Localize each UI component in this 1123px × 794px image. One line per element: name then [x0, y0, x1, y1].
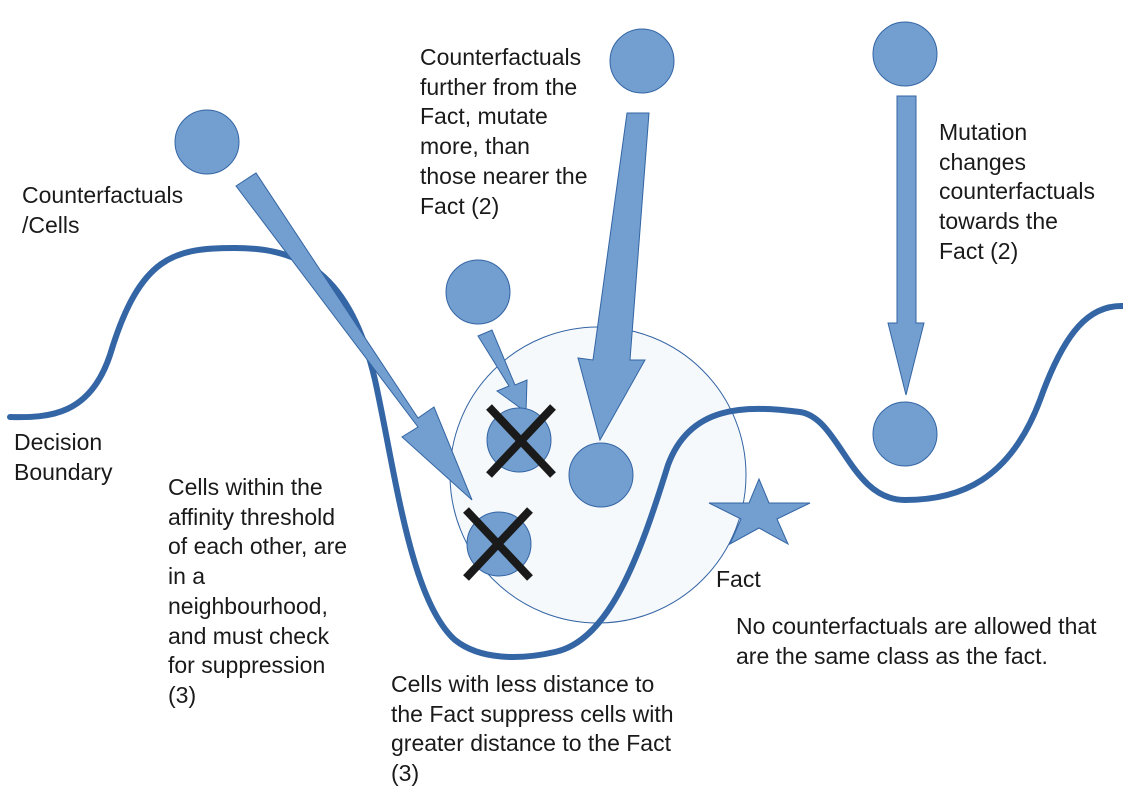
decision-boundary-label: Decision Boundary [14, 429, 113, 485]
affinity-threshold-label: Cells within the affinity threshold of e… [168, 474, 348, 708]
cell-top-right [872, 21, 938, 87]
suppression-label: Cells with less distance to the Fact sup… [391, 671, 674, 787]
cell-mutated-right [872, 401, 938, 467]
star-icon [708, 477, 811, 546]
mutation-arrow-long [577, 112, 650, 442]
mutation-arrow-right [887, 95, 925, 396]
mutation-changes-label: Mutation changes counterfactuals towards… [939, 119, 1095, 264]
cell-surviving [568, 442, 634, 508]
further-from-fact-label: Counterfactuals further from the Fact, m… [420, 44, 588, 219]
cross-icon [463, 507, 533, 581]
cell-top-left [174, 109, 240, 175]
mutation-arrow-small [477, 329, 528, 413]
cross-icon [486, 404, 556, 478]
mutation-arrow-left [235, 172, 473, 501]
cell-top-middle [609, 28, 675, 94]
counterfactuals-cells-label: Counterfactuals /Cells [22, 182, 184, 238]
cell-mid-left [445, 259, 511, 325]
decision-boundary-curve [7, 244, 1123, 660]
no-same-class-label: No counterfactuals are allowed that are … [736, 613, 1097, 669]
fact-label: Fact [716, 566, 761, 592]
